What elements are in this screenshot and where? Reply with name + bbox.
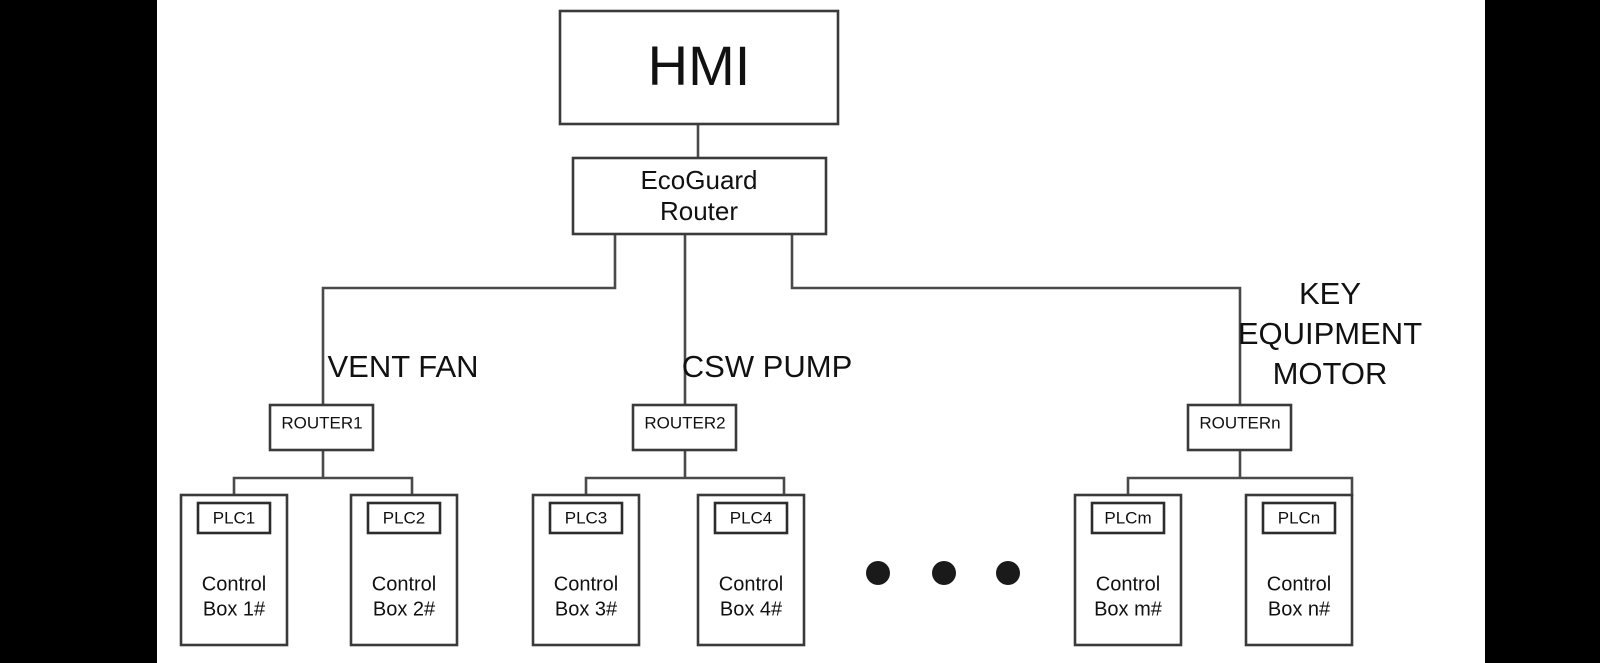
plc4-label: PLC4 <box>730 508 773 527</box>
hmi-node[interactable] <box>558 9 840 126</box>
control-box-1-label-line2: Box 1# <box>203 598 266 620</box>
link-router2-to-control-boxes <box>584 448 786 497</box>
plcm-node[interactable] <box>1090 501 1166 535</box>
group-label-key-equipment-motor-line1: KEY <box>1299 276 1361 311</box>
plc3-label: PLC3 <box>565 508 608 527</box>
router1-node[interactable] <box>268 403 375 452</box>
control-box-4-label-line1: Control <box>719 573 783 595</box>
control-box-2-label-line2: Box 2# <box>373 598 436 620</box>
network-topology-diagram: HMI EcoGuard Router VENT FAN CSW PUMP KE… <box>179 9 1422 647</box>
router2-label: ROUTER2 <box>644 413 725 432</box>
control-box-1-label-line1: Control <box>202 573 266 595</box>
plc3-node[interactable] <box>548 501 624 535</box>
hmi-label: HMI <box>648 34 751 97</box>
plc1-node[interactable] <box>196 501 272 535</box>
control-box-m-label-line2: Box m# <box>1094 598 1163 620</box>
control-box-4-label-line2: Box 4# <box>720 598 783 620</box>
group-label-vent-fan: VENT FAN <box>327 349 478 384</box>
link-gateway-right-branch <box>790 232 1242 407</box>
control-box-m-label-line1: Control <box>1096 573 1160 595</box>
routern-node[interactable] <box>1186 403 1293 452</box>
ellipsis-dot-1 <box>866 561 890 585</box>
routern-label: ROUTERn <box>1199 413 1280 432</box>
plc2-node[interactable] <box>366 501 442 535</box>
group-label-key-equipment-motor-line2: EQUIPMENT <box>1238 316 1422 351</box>
plcn-node[interactable] <box>1261 501 1337 535</box>
control-box-2-label-line1: Control <box>372 573 436 595</box>
letterbox-left <box>0 0 157 663</box>
router1-label: ROUTER1 <box>281 413 362 432</box>
control-box-n-label-line1: Control <box>1267 573 1331 595</box>
gateway-router-label-line2: Router <box>660 196 738 226</box>
gateway-router-node[interactable] <box>571 156 828 236</box>
diagram-canvas: HMI EcoGuard Router VENT FAN CSW PUMP KE… <box>157 0 1485 663</box>
control-box-3-label-line2: Box 3# <box>555 598 618 620</box>
plc1-label: PLC1 <box>213 508 256 527</box>
link-router1-to-control-boxes <box>232 448 414 497</box>
gateway-router-label-line1: EcoGuard <box>640 165 757 195</box>
plcn-label: PLCn <box>1278 508 1321 527</box>
group-label-key-equipment-motor-line3: MOTOR <box>1273 356 1388 391</box>
link-routern-to-control-boxes <box>1126 448 1354 497</box>
control-box-3-label-line1: Control <box>554 573 618 595</box>
ellipsis-dot-2 <box>932 561 956 585</box>
control-box-n-label-line2: Box n# <box>1268 598 1331 620</box>
letterbox-right <box>1485 0 1600 663</box>
link-gateway-left-branch <box>321 232 617 407</box>
group-label-csw-pump: CSW PUMP <box>682 349 853 384</box>
router2-node[interactable] <box>631 403 738 452</box>
plcm-label: PLCm <box>1104 508 1151 527</box>
ellipsis-dot-3 <box>996 561 1020 585</box>
plc2-label: PLC2 <box>383 508 426 527</box>
plc4-node[interactable] <box>713 501 789 535</box>
